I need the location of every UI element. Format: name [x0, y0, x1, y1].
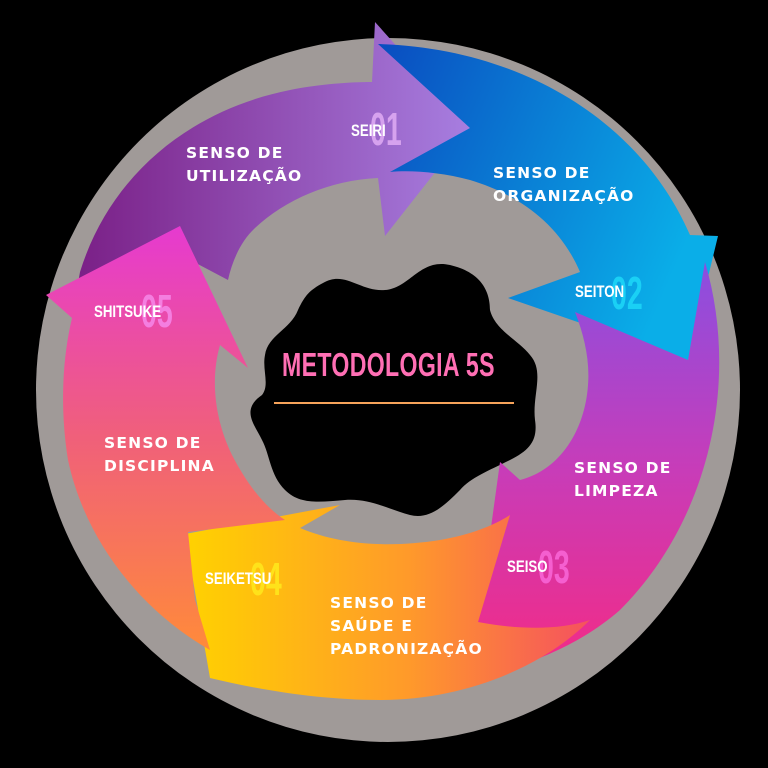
step-label-01-line2: UTILIZAÇÃO	[186, 167, 303, 185]
center-hole	[250, 263, 538, 516]
step-label-03-line2: LIMPEZA	[574, 482, 659, 500]
arrow-seiton	[378, 44, 718, 360]
arrow-seiketsu	[185, 505, 590, 700]
step-japanese-shitsuke: SHITSUKE	[94, 302, 162, 321]
step-japanese-seiri: SEIRI	[351, 121, 386, 140]
step-number-02: 02	[611, 267, 643, 319]
arrow-shitsuke	[46, 226, 285, 650]
step-label-03-line1: SENSO DE	[574, 459, 672, 477]
step-number-05: 05	[141, 285, 173, 337]
step-number-01: 01	[370, 103, 402, 155]
step-label-05-line2: DISCIPLINA	[104, 457, 215, 475]
step-label-01-line1: SENSO DE	[186, 144, 284, 162]
step-japanese-seiketsu: SEIKETSU	[205, 569, 272, 588]
step-label-05-line1: SENSO DE	[104, 434, 202, 452]
step-number-03: 03	[538, 541, 570, 593]
step-number-04: 04	[250, 553, 282, 605]
step-label-04-line2: SAÚDE E	[330, 617, 414, 635]
step-label-02-line1: SENSO DE	[493, 164, 591, 182]
step-japanese-seiton: SEITON	[575, 282, 625, 301]
step-label-04-line3: PADRONIZAÇÃO	[330, 640, 483, 658]
step-label-02-line2: ORGANIZAÇÃO	[493, 187, 635, 205]
title-underline	[274, 402, 514, 404]
diagram-title: METODOLOGIA 5S	[282, 346, 495, 383]
step-label-04-line1: SENSO DE	[330, 594, 428, 612]
arrow-seiso	[470, 262, 720, 680]
step-japanese-seiso: SEISO	[507, 557, 548, 576]
